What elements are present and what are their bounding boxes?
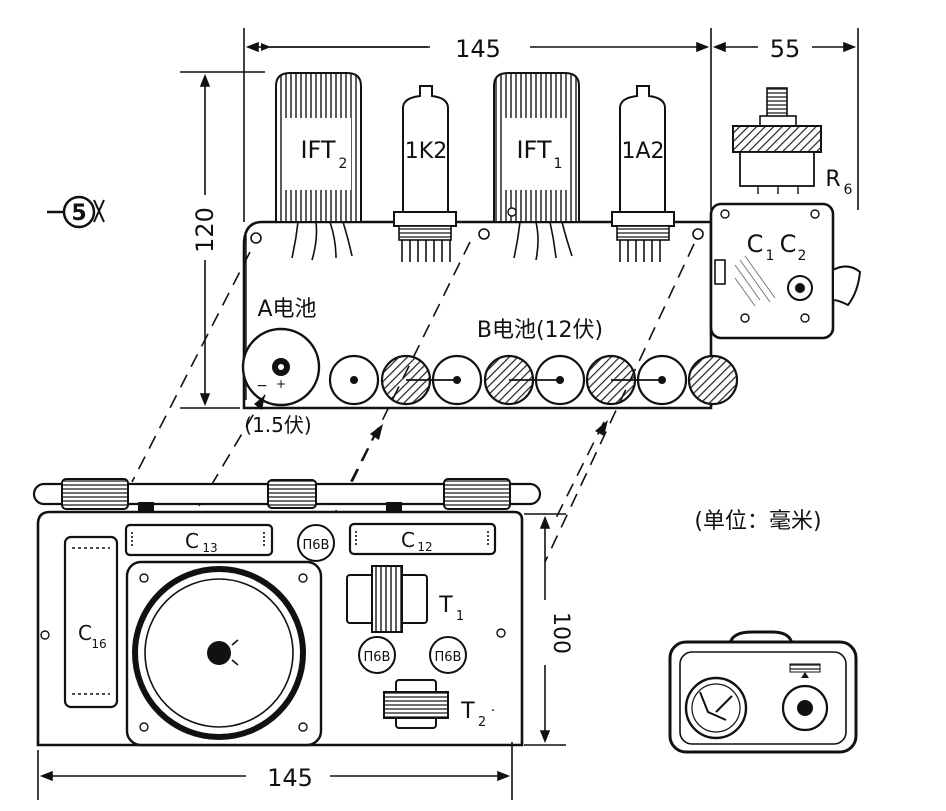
figure-number-text: 5	[71, 201, 86, 226]
ift1-transformer: IFT 1	[493, 72, 580, 261]
t2-label: T	[460, 699, 475, 724]
figure-number: 5	[47, 195, 105, 229]
transistor-3-label: П6В	[435, 650, 462, 665]
tube-1k2: 1K2	[393, 85, 457, 262]
ift1-sub: 1	[554, 156, 563, 172]
r6-potentiometer: R 6	[732, 87, 853, 198]
unit-note: (单位：毫米)	[694, 509, 821, 534]
ift2-transformer: IFT 2	[275, 72, 362, 261]
a-battery-label: A电池	[257, 297, 316, 322]
r6-label: R	[825, 167, 840, 192]
dimension-top-right-label: 55	[770, 35, 801, 63]
dimension-bottom-width-label: 145	[267, 764, 313, 792]
svg-text:·: ·	[491, 703, 495, 719]
radio-case-sketch	[668, 630, 858, 754]
tube-1a2-label: 1A2	[621, 139, 664, 164]
c2-label: C	[780, 230, 797, 258]
tube-1a2: 1A2	[611, 85, 675, 262]
b-battery-pack	[328, 354, 739, 406]
dimension-top-width-label: 145	[455, 35, 501, 63]
transistor-p6v-2: П6В	[358, 636, 396, 674]
c12-capacitor: C 12	[348, 522, 497, 556]
ift2-label: IFT	[300, 136, 335, 164]
r6-sub: 6	[844, 182, 853, 198]
c16-capacitor: C 16	[63, 535, 119, 709]
dimension-height-left	[180, 71, 265, 409]
c12-label: C	[401, 528, 415, 552]
transistor-p6v-1: П6В	[297, 524, 335, 562]
c16-sub: 16	[91, 637, 106, 651]
ift1-label: IFT	[516, 136, 551, 164]
dimension-bottom-height	[524, 513, 566, 746]
svg-text:+: +	[276, 377, 286, 391]
t2-transformer: T 2 ·	[383, 679, 495, 730]
b-battery-label: B电池(12伏)	[477, 318, 603, 343]
t1-label: T	[438, 593, 453, 618]
c13-sub: 13	[202, 541, 217, 555]
a-battery: − +	[241, 327, 321, 407]
c1-sub: 1	[766, 248, 775, 264]
transistor-2-label: П6В	[364, 650, 391, 665]
svg-text:−: −	[256, 378, 268, 394]
speaker	[125, 560, 323, 747]
c12-sub: 12	[417, 540, 432, 554]
t2-sub: 2	[478, 715, 486, 730]
c13-capacitor: C 13	[124, 523, 274, 557]
transistor-p6v-3: П6В	[429, 636, 467, 674]
dimension-bottom-width	[37, 742, 513, 800]
ift2-sub: 2	[339, 156, 348, 172]
dimension-top-width	[243, 28, 859, 222]
c1-label: C	[747, 230, 764, 258]
a-battery-voltage-label: (1.5伏)	[244, 413, 311, 437]
transistor-1-label: П6В	[303, 538, 330, 553]
c2-sub: 2	[798, 248, 807, 264]
c16-label: C	[78, 621, 92, 645]
dimension-bottom-height-label: 100	[548, 612, 573, 654]
carrying-handle	[32, 478, 542, 516]
c1c2-variable-capacitor: C 1 C 2	[709, 202, 862, 340]
dimension-height-left-label: 120	[191, 207, 219, 253]
tube-1k2-label: 1K2	[405, 139, 447, 164]
t1-sub: 1	[456, 609, 464, 624]
t1-transformer: T 1	[346, 565, 464, 633]
c13-label: C	[185, 529, 199, 553]
arrow-heads	[254, 395, 608, 440]
